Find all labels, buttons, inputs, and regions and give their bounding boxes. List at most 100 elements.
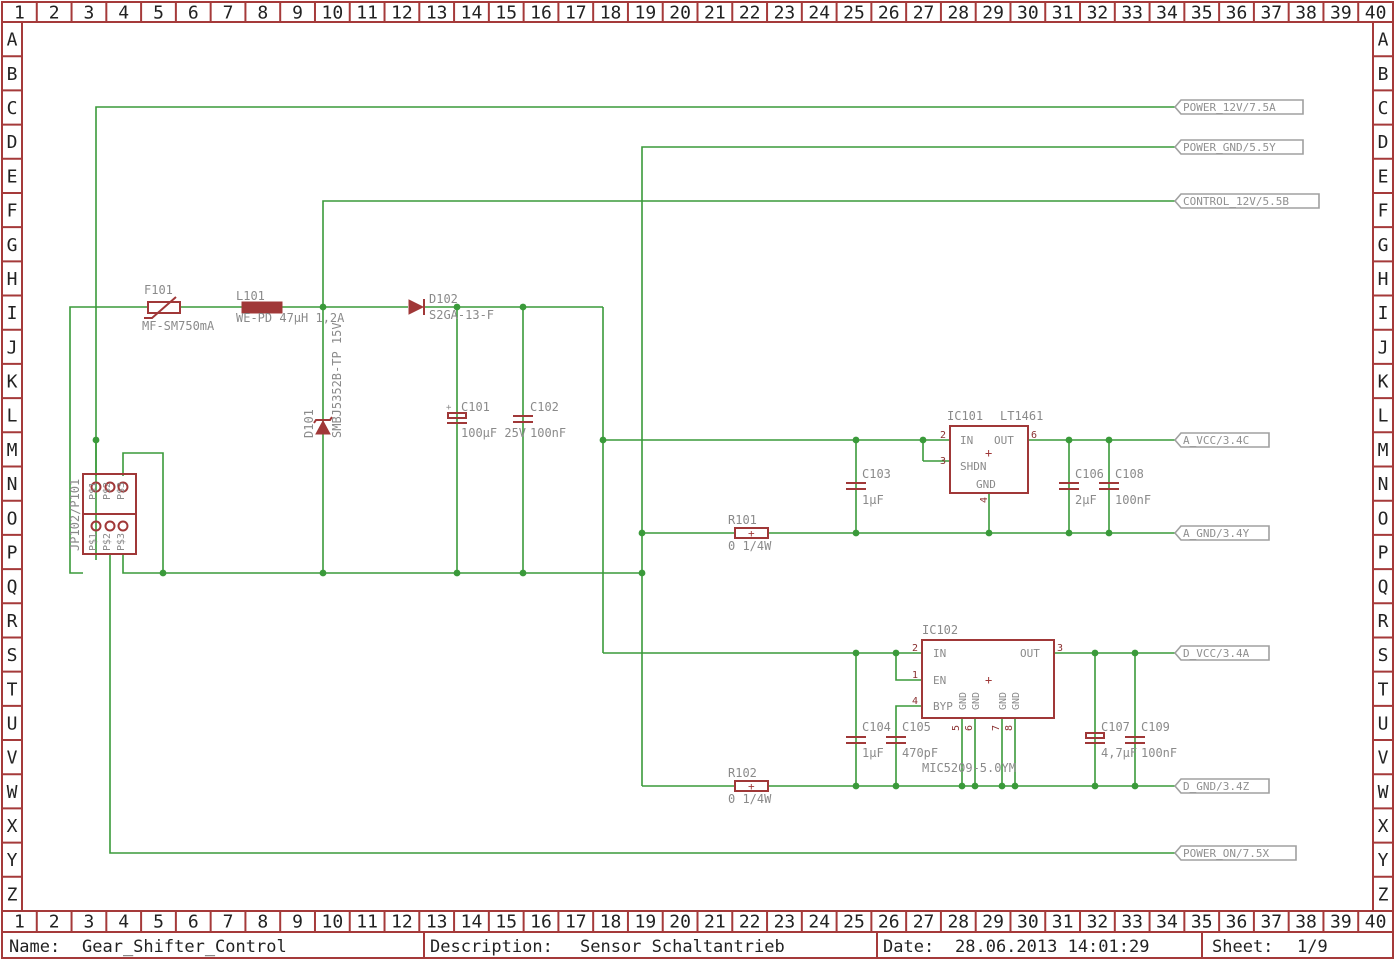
inductor-l101[interactable]: L101 WE-PD 47µH 1,2A (236, 289, 345, 325)
port-power-gnd-label: POWER_GND/5.5Y (1183, 141, 1276, 154)
grid-row-right-P: P (1378, 542, 1389, 563)
grid-col-bottom-7: 7 (223, 912, 234, 933)
grid-col-top-1: 1 (14, 3, 25, 24)
port-d-gnd-label: D_GND/3.4Z (1183, 780, 1250, 793)
wire-input-left (69, 306, 148, 560)
grid-col-bottom-33: 33 (1121, 912, 1143, 933)
c101-ref: C101 (461, 400, 490, 414)
grid-row-right-J: J (1378, 337, 1389, 358)
ic102-pin-byp: BYP (933, 700, 953, 713)
ic102-mic5209[interactable]: IC102 MIC5209-5.0YM IN OUT EN BYP GND GN… (912, 623, 1063, 775)
r102-value: 0 1/4W (728, 792, 772, 806)
diode-d102[interactable]: D102 S2GA-13-F (408, 292, 494, 322)
c104-ref: C104 (862, 720, 891, 734)
port-d-vcc[interactable]: D_VCC/3.4A (1173, 645, 1270, 661)
grid-col-bottom-17: 17 (565, 912, 587, 933)
grid-row-left-I: I (7, 303, 18, 324)
l101-value: WE-PD 47µH 1,2A (236, 311, 345, 325)
fuse-f101[interactable]: F101 MF-SM750mA (142, 283, 215, 333)
grid-col-bottom-40: 40 (1365, 912, 1387, 933)
port-d-vcc-label: D_VCC/3.4A (1183, 647, 1250, 660)
ic101-lt1461[interactable]: IC101 LT1461 IN OUT SHDN GND 2 3 6 4 + (940, 409, 1043, 503)
grid-col-bottom-37: 37 (1260, 912, 1282, 933)
grid-col-bottom-31: 31 (1052, 912, 1074, 933)
port-d-gnd[interactable]: D_GND/3.4Z (1173, 778, 1270, 794)
c107-value: 4,7µF (1101, 746, 1137, 760)
ic102-pin-en: EN (933, 674, 946, 687)
grid-row-right-T: T (1378, 679, 1389, 700)
grid-row-right-W: W (1378, 782, 1389, 803)
port-power-gnd[interactable]: POWER_GND/5.5Y (1173, 139, 1304, 155)
grid-row-left-C: C (7, 98, 18, 119)
grid-col-bottom-36: 36 (1226, 912, 1248, 933)
grid-col-top-9: 9 (292, 3, 303, 24)
ic101-pin-in: IN (960, 434, 973, 447)
grid-col-bottom-10: 10 (322, 912, 344, 933)
ic102-pin-out: OUT (1020, 647, 1040, 660)
grid-col-bottom-32: 32 (1087, 912, 1109, 933)
grid-col-bottom-30: 30 (1017, 912, 1039, 933)
junctions (92, 303, 1139, 790)
grid-row-left-K: K (7, 372, 18, 393)
port-control-12v[interactable]: CONTROL_12V/5.5B (1173, 193, 1320, 209)
grid-row-left-T: T (7, 679, 18, 700)
capacitor-c103[interactable]: C103 1µF (846, 467, 891, 507)
grid-col-top-8: 8 (257, 3, 268, 24)
ic101-ref: IC101 (947, 409, 983, 423)
capacitor-c105[interactable]: C105 470pF (886, 720, 938, 760)
grid-row-left-L: L (7, 406, 18, 427)
capacitor-c102[interactable]: C102 100nF (513, 400, 566, 440)
grid-row-left-A: A (7, 30, 18, 51)
grid-col-bottom-35: 35 (1191, 912, 1213, 933)
ic102-pinnum-8: 8 (1004, 725, 1015, 731)
grid-col-bottom-5: 5 (153, 912, 164, 933)
capacitor-c109[interactable]: C109 100nF (1125, 720, 1177, 760)
r101-ref: R101 (728, 513, 757, 527)
ic102-pinnum-in: 2 (912, 643, 918, 654)
ic102-pinnum-out: 3 (1057, 643, 1063, 654)
capacitor-c101[interactable]: + C101 100µF 25V (446, 400, 526, 440)
date-value: 28.06.2013 14:01:29 (955, 937, 1149, 957)
description-label: Description: (430, 937, 553, 957)
grid-col-top-5: 5 (153, 3, 164, 24)
resistor-r101[interactable]: + R101 0 1/4W (728, 513, 772, 553)
port-a-vcc[interactable]: A_VCC/3.4C (1173, 432, 1270, 448)
zener-diode-d101[interactable]: D101 SMBJ5352B-TP 15V (302, 322, 344, 438)
ic102-ref: IC102 (922, 623, 958, 637)
port-a-gnd[interactable]: A_GND/3.4Y (1173, 525, 1270, 541)
capacitor-c106[interactable]: C106 2µF (1059, 467, 1104, 507)
c108-value: 100nF (1115, 493, 1151, 507)
grid-col-top-34: 34 (1156, 3, 1178, 24)
grid-col-bottom-16: 16 (530, 912, 552, 933)
port-a-vcc-label: A_VCC/3.4C (1183, 434, 1249, 447)
grid-row-left-P: P (7, 542, 18, 563)
ic101-pinnum-out: 6 (1031, 430, 1037, 441)
c106-value: 2µF (1075, 493, 1097, 507)
port-a-gnd-label: A_GND/3.4Y (1183, 527, 1250, 540)
grid-row-right-F: F (1378, 201, 1389, 222)
connector-jp102-p101[interactable]: JP102/P101 P$1 P$2 P$3 P$1 P$2 P$3 (68, 473, 137, 555)
grid-col-top-32: 32 (1087, 3, 1109, 24)
grid-col-bottom-14: 14 (461, 912, 483, 933)
grid-row-right-A: A (1378, 30, 1389, 51)
ic101-pin-out: OUT (994, 434, 1014, 447)
port-power-on-label: POWER_ON/7.5X (1183, 847, 1269, 860)
grid-row-right-G: G (1378, 235, 1389, 256)
grid-col-bottom-22: 22 (739, 912, 761, 933)
port-power-on[interactable]: POWER_ON/7.5X (1173, 845, 1297, 861)
capacitor-c108[interactable]: C108 100nF (1099, 467, 1151, 507)
capacitor-c104[interactable]: C104 1µF (846, 720, 891, 760)
grid-col-top-16: 16 (530, 3, 552, 24)
grid-col-bottom-2: 2 (49, 912, 60, 933)
port-power-12v[interactable]: POWER_12V/7.5A (1173, 99, 1304, 115)
resistor-r102[interactable]: + R102 0 1/4W (728, 766, 772, 806)
capacitor-c107[interactable]: C107 4,7µF (1085, 720, 1137, 760)
grid-row-left-Y: Y (7, 850, 18, 871)
grid-col-bottom-27: 27 (913, 912, 935, 933)
grid-row-right-N: N (1378, 474, 1389, 495)
svg-text:+: + (748, 527, 755, 540)
wires (69, 106, 1175, 854)
grid-row-right-V: V (1378, 748, 1389, 769)
c104-value: 1µF (862, 746, 884, 760)
